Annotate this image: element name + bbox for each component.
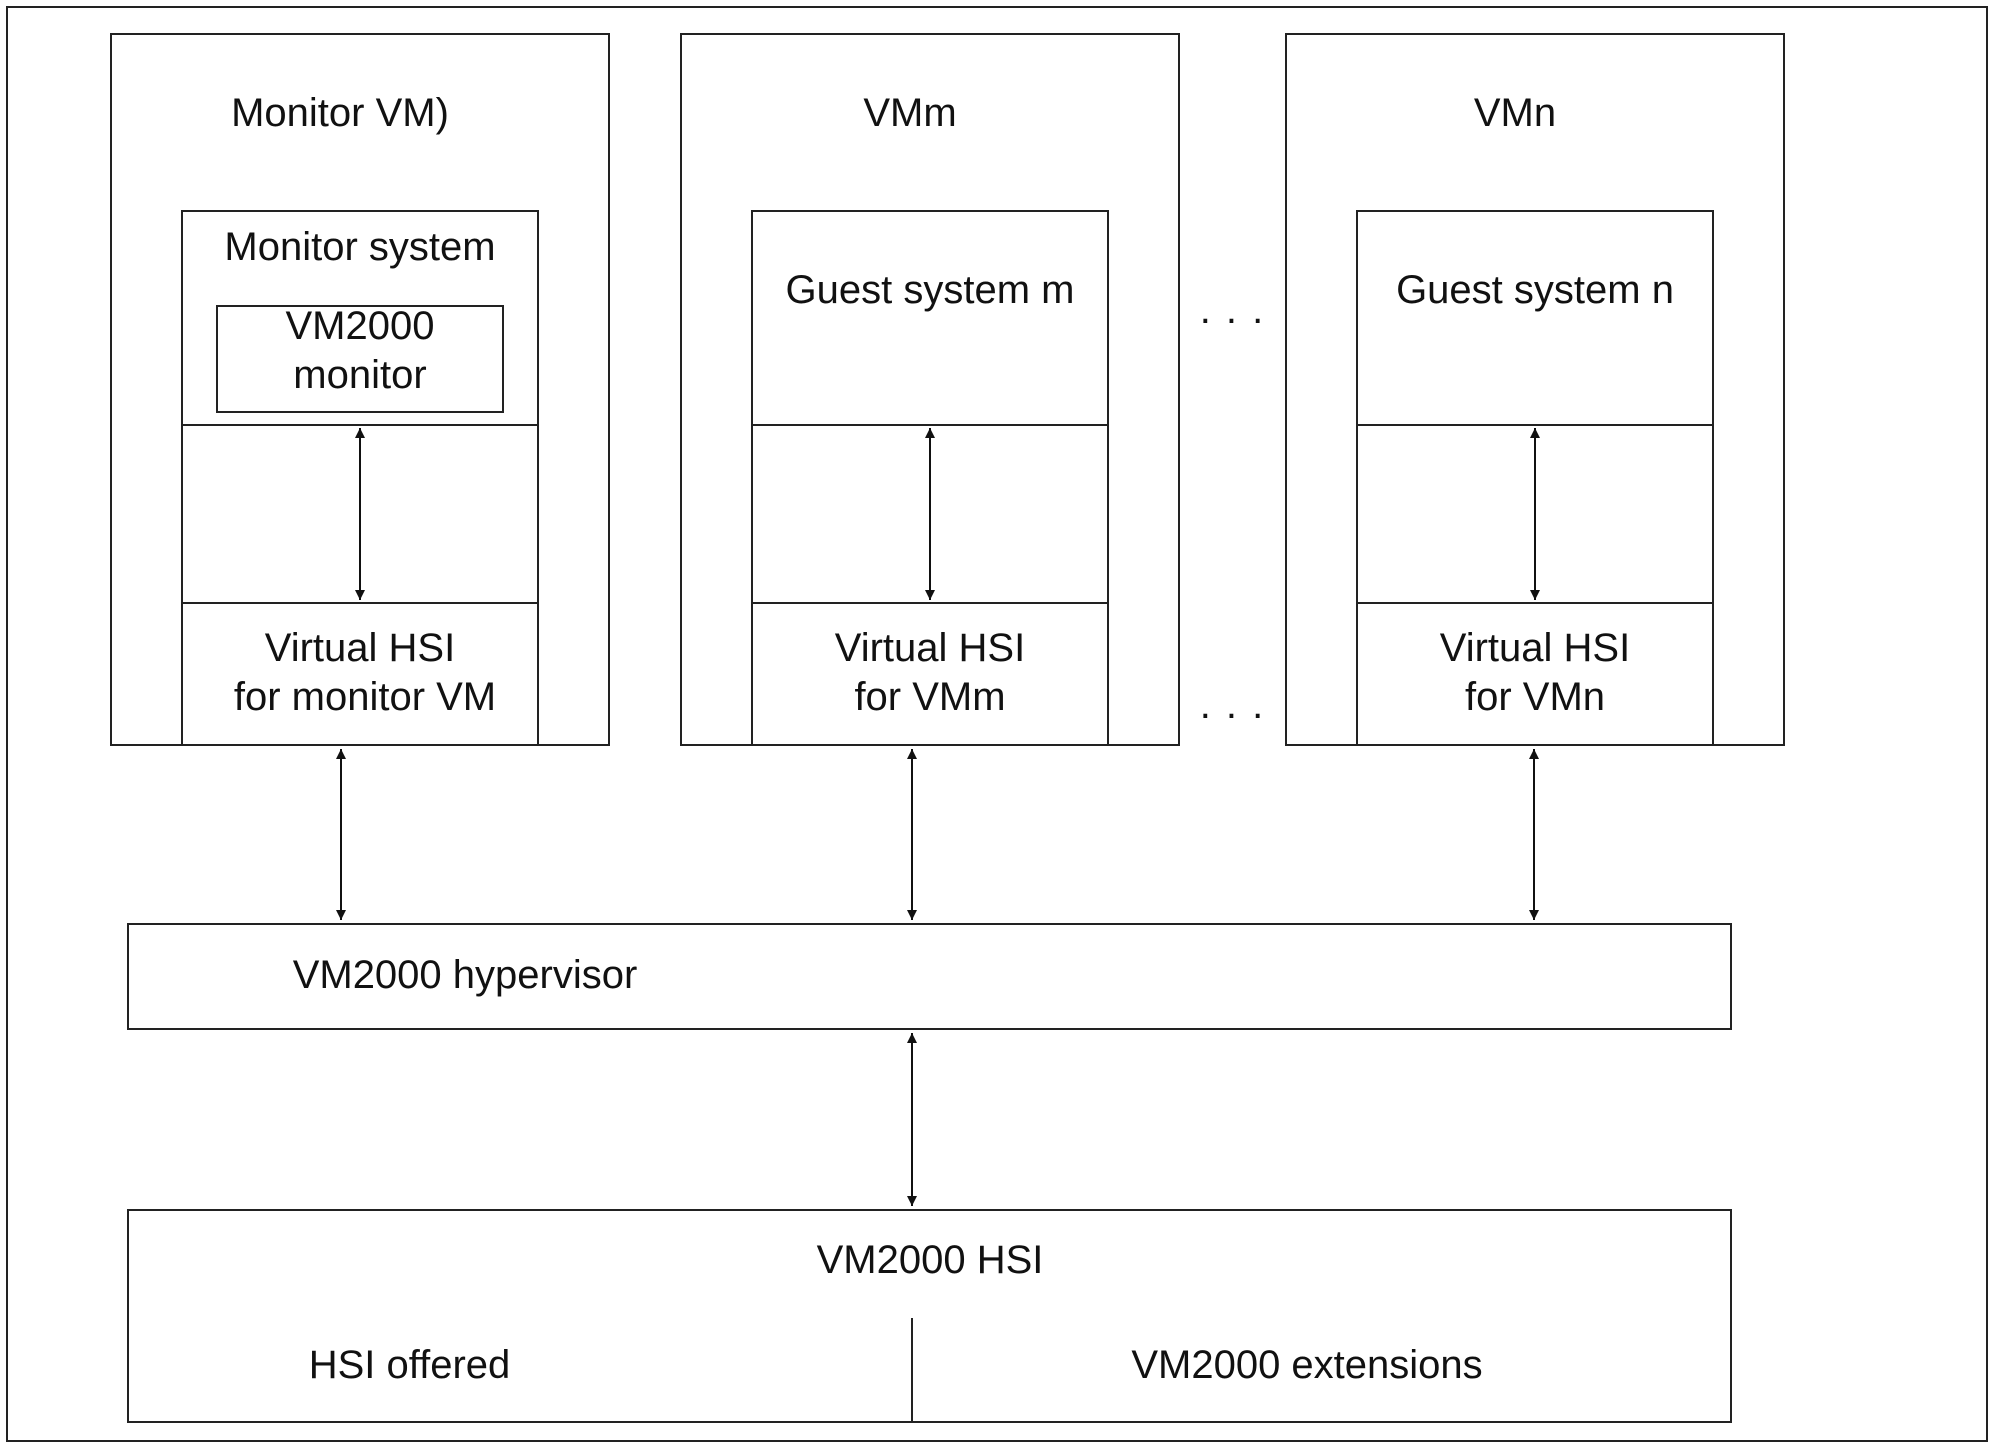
vm-title-m: VMm (863, 91, 957, 135)
hsi-title: VM2000 HSI (816, 1238, 1044, 1282)
vm2000-monitor-line1: VM2000 (285, 304, 435, 348)
vm-title-monitor: Monitor VM) (231, 91, 449, 135)
system-label-n: Guest system n (1396, 268, 1674, 312)
virtual-hsi-m-line1: Virtual HSI (834, 626, 1026, 670)
virtual-hsi-monitor-line2: for monitor VM (233, 675, 497, 719)
vm2000-monitor-box (216, 305, 504, 413)
system-box-m (751, 210, 1109, 746)
virtual-hsi-monitor-line1: Virtual HSI (264, 626, 456, 670)
hypervisor-label: VM2000 hypervisor (292, 953, 638, 997)
hsi-offered-label: HSI offered (308, 1343, 511, 1387)
vm2000-extensions-label: VM2000 extensions (1131, 1343, 1483, 1387)
hsi-box (127, 1209, 1732, 1423)
ellipsis-bottom: . . . (1199, 683, 1266, 727)
hypervisor-box (127, 923, 1732, 1030)
virtual-hsi-n-line2: for VMn (1464, 675, 1606, 719)
virtual-hsi-m-line2: for VMm (854, 675, 1006, 719)
vm2000-monitor-line2: monitor (293, 353, 427, 397)
vm-title-n: VMn (1473, 91, 1557, 135)
ellipsis-top: . . . (1199, 288, 1266, 332)
system-label-monitor: Monitor system (224, 225, 496, 269)
system-label-m: Guest system m (785, 268, 1075, 312)
virtual-hsi-n-line1: Virtual HSI (1439, 626, 1631, 670)
